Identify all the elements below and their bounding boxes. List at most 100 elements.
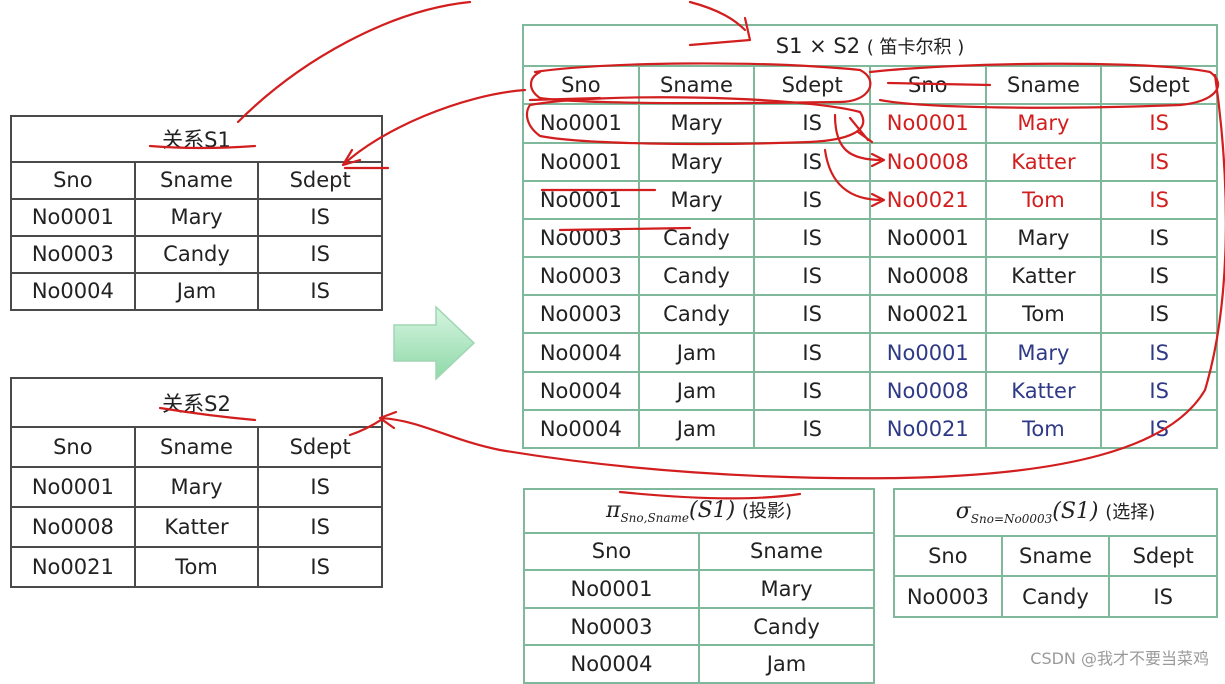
cell: IS [1100, 256, 1218, 297]
cell: IS [1100, 141, 1218, 182]
sigma-symbol: σ [955, 499, 971, 525]
cell: Jam [698, 644, 875, 684]
s2-header: Sname [133, 426, 260, 469]
cell: IS [753, 141, 871, 182]
s2-header: Sno [10, 426, 136, 469]
cell: Katter [984, 141, 1103, 182]
product-header-row: Sno Sname Sdept Sno Sname Sdept [522, 65, 1218, 106]
projection-header: Sno [523, 531, 700, 572]
cell: IS [753, 103, 871, 144]
cell: No0001 [522, 141, 640, 182]
cell: No0004 [522, 370, 640, 411]
selection-header: Sdept [1108, 534, 1218, 578]
cell: Tom [984, 179, 1103, 220]
cell: Jam [637, 370, 756, 411]
cell: No0003 [522, 294, 640, 335]
cell: IS [753, 256, 871, 297]
relation-s1-table: 关系S1 Sno Sname Sdept No0001 Mary IS No00… [10, 115, 383, 312]
selection-table: σSno=No0003(S1) (选择) Sno Sname Sdept No0… [893, 488, 1218, 618]
cell: No0003 [522, 256, 640, 297]
product-title-note: ( 笛卡尔积 ) [866, 36, 965, 58]
cartesian-product-table: S1 × S2 ( 笛卡尔积 ) Sno Sname Sdept Sno Sna… [522, 23, 1218, 450]
projection-header-row: Sno Sname [523, 531, 875, 572]
s1-header: Sdept [257, 160, 383, 200]
projection-table: πSno,Sname(S1) (投影) Sno Sname No0001 Mar… [523, 488, 875, 684]
cell: No0008 [10, 506, 136, 549]
cell: Mary [637, 141, 756, 182]
table-row: No0004 Jam IS [10, 271, 383, 312]
relation-s2-table: 关系S2 Sno Sname Sdept No0001 Mary IS No00… [10, 376, 383, 588]
table-row: No0021 Tom IS [10, 546, 383, 588]
cell: Candy [1000, 575, 1111, 618]
cell: IS [1100, 294, 1218, 335]
cell: Mary [984, 103, 1103, 144]
cell: No0004 [523, 644, 700, 684]
cell: IS [1100, 217, 1218, 259]
cell: Jam [637, 332, 756, 373]
cell: Mary [133, 197, 260, 237]
cell: No0001 [868, 332, 987, 373]
table-row: No0001 Mary IS [10, 466, 383, 509]
cell: IS [1100, 370, 1218, 411]
projection-arg: (S1) [689, 497, 736, 523]
cell: IS [1100, 179, 1218, 220]
table-row: No0008 Katter IS [10, 506, 383, 549]
cell: No0008 [868, 256, 987, 297]
cell: Tom [984, 294, 1103, 335]
cell: No0003 [523, 606, 700, 647]
cell: Mary [984, 332, 1103, 373]
selection-header: Sno [893, 534, 1003, 578]
selection-arg: (S1) [1052, 499, 1099, 525]
cell: IS [1100, 332, 1218, 373]
cell: No0001 [522, 179, 640, 220]
cell: No0001 [10, 466, 136, 509]
cell: IS [753, 179, 871, 220]
product-header: Sname [637, 65, 756, 106]
cell: Tom [133, 546, 260, 588]
cell: No0001 [10, 197, 136, 237]
cell: No0001 [523, 569, 700, 609]
cell: Tom [984, 408, 1103, 450]
cell: No0004 [522, 408, 640, 450]
cell: Katter [984, 370, 1103, 411]
cell: IS [753, 294, 871, 335]
cell: Candy [698, 606, 875, 647]
cell: Katter [133, 506, 260, 549]
cell: No0001 [522, 103, 640, 144]
product-header: Sdept [1100, 65, 1218, 106]
cell: IS [753, 370, 871, 411]
s1-grid: 关系S1 Sno Sname Sdept No0001 Mary IS No00… [10, 115, 383, 312]
watermark: CSDN @我才不要当菜鸡 [1030, 649, 1209, 668]
cell: Mary [984, 217, 1103, 259]
s1-header-row: Sno Sname Sdept [10, 160, 383, 200]
right-arrow-icon [393, 305, 476, 381]
product-header: Sdept [753, 65, 871, 106]
table-row: No0001 Mary IS [10, 197, 383, 237]
cell: Jam [637, 408, 756, 450]
cell: IS [1100, 408, 1218, 450]
cell: Candy [637, 256, 756, 297]
product-header: Sname [984, 65, 1103, 106]
table-row: No0003 Candy [523, 606, 875, 647]
selection-subscript: Sno=No0003 [970, 512, 1053, 527]
table-row: No0003 Candy IS [893, 575, 1218, 618]
cell: Jam [133, 271, 260, 312]
s2-grid: 关系S2 Sno Sname Sdept No0001 Mary IS No00… [10, 376, 383, 588]
cell: No0004 [10, 271, 136, 312]
projection-header: Sname [698, 531, 875, 572]
cell: Mary [133, 466, 260, 509]
cell: IS [257, 546, 383, 588]
cell: No0003 [10, 234, 136, 274]
s1-title: 关系S1 [10, 115, 383, 163]
cell: IS [1100, 103, 1218, 144]
cell: IS [753, 332, 871, 373]
product-header: Sno [868, 65, 987, 106]
table-row: No0001 Mary [523, 569, 875, 609]
